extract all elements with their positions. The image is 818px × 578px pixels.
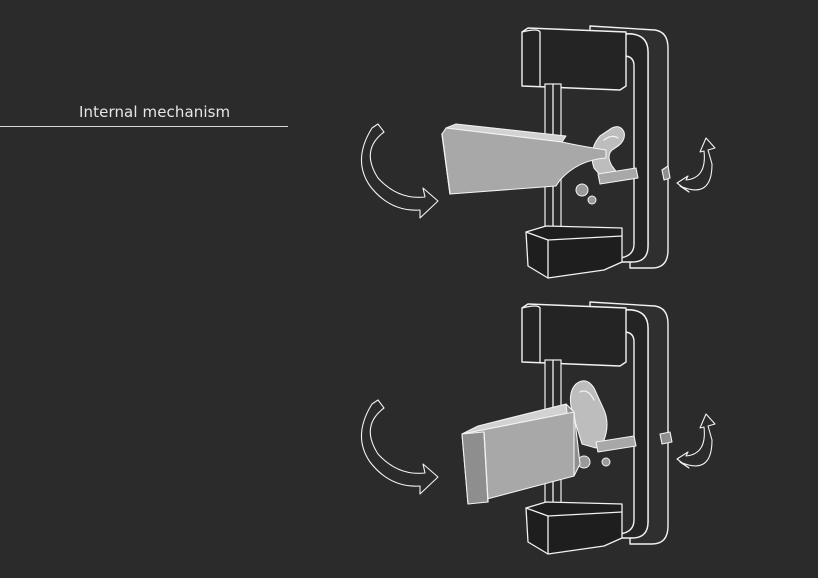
heading-underline [0,126,288,127]
handle-pressed-view [360,301,716,555]
section-heading: Internal mechanism [79,103,231,121]
handle-rest-view [360,25,716,279]
